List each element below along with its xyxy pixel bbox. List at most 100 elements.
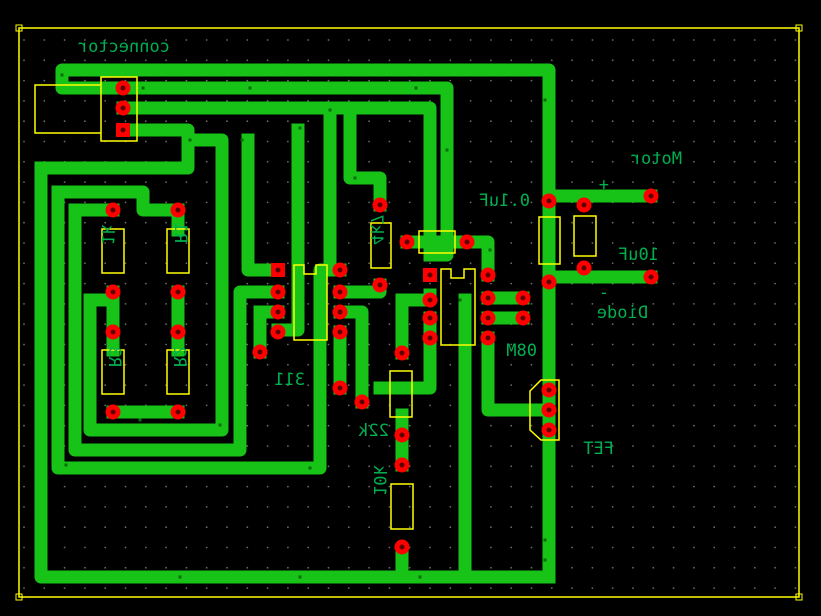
label-r22k: 22k	[358, 421, 389, 441]
grid-dot	[43, 120, 46, 123]
grid-dot	[632, 39, 634, 41]
grid-dot	[713, 384, 716, 386]
grid-dot	[733, 262, 736, 265]
grid-dot	[794, 465, 797, 468]
grid-dot	[774, 465, 776, 468]
label-r1: R1	[170, 223, 190, 243]
grid-dot	[205, 221, 208, 224]
grid-dot	[124, 384, 127, 386]
grid-dot	[753, 384, 756, 386]
grid-dot	[266, 485, 269, 488]
grid-dot	[733, 566, 736, 569]
grid-dot	[611, 424, 614, 427]
pad-hole	[648, 274, 654, 280]
grid-dot	[693, 424, 695, 427]
grid-dot	[774, 485, 776, 488]
board-outline	[18, 27, 800, 598]
grid-dot	[287, 282, 289, 285]
grid-dot	[43, 79, 46, 82]
grid-dot	[693, 404, 695, 407]
grid-dot	[307, 79, 310, 82]
grid-dot	[327, 485, 330, 488]
grid-dot	[632, 140, 634, 143]
grid-dot	[571, 506, 573, 508]
pad-hole	[275, 329, 281, 335]
grid-dot	[794, 100, 797, 102]
grid-dot	[185, 242, 188, 244]
grid-dot	[246, 566, 249, 569]
grid-dot	[672, 201, 675, 204]
grid-dot	[591, 79, 594, 82]
grid-dot	[510, 39, 513, 41]
grid-dot	[571, 343, 573, 346]
grid-dot	[266, 140, 269, 143]
grid-dot	[144, 546, 147, 549]
grid-dot	[733, 201, 736, 204]
pad-hole	[175, 329, 181, 335]
grid-dot	[104, 485, 107, 488]
grid-dot	[144, 79, 147, 82]
grid-dot	[490, 587, 492, 589]
grid-dot	[510, 59, 513, 62]
grid-dot	[347, 465, 350, 468]
grid-dot	[368, 160, 370, 163]
grid-dot	[591, 526, 594, 529]
grid-dot	[327, 424, 330, 427]
grid-dot	[124, 120, 127, 123]
grid-dot	[368, 79, 370, 82]
grid-dot	[388, 140, 391, 143]
grid-dot	[185, 59, 188, 62]
grid-dot	[144, 59, 147, 62]
pad-hole	[464, 239, 470, 245]
grid-dot	[287, 59, 289, 62]
grid-dot	[510, 181, 513, 184]
grid-dot	[185, 39, 188, 41]
label-r4k7: 4k7	[366, 214, 386, 245]
pad-hole	[485, 272, 491, 278]
grid-dot	[307, 282, 310, 285]
grid-dot	[124, 303, 127, 305]
grid-dot	[571, 160, 573, 163]
grid-dot	[104, 79, 107, 82]
grid-dot	[226, 587, 228, 589]
grid-dot	[327, 363, 330, 366]
grid-dot	[713, 363, 716, 366]
labels: connector Motor + - 0.1uF 10uF Diode 4k7…	[78, 37, 682, 496]
grid-dot	[124, 39, 127, 41]
grid-dot	[632, 587, 634, 589]
grid-dot	[307, 303, 310, 305]
grid-dot	[63, 39, 66, 41]
pad-hole	[581, 202, 587, 208]
grid-dot	[124, 201, 127, 204]
grid-dot	[287, 506, 289, 508]
grid-dot	[226, 566, 228, 569]
grid-dot	[611, 242, 614, 244]
grid-dot	[794, 546, 797, 549]
grid-dot	[327, 526, 330, 529]
grid-dot	[23, 404, 25, 407]
grid-dot	[530, 282, 533, 285]
grid-dot	[408, 323, 411, 326]
grid-dot	[185, 526, 188, 529]
grid-dot	[124, 587, 127, 589]
grid-dot	[307, 323, 310, 326]
grid-dot	[266, 59, 269, 62]
grid-dot	[368, 445, 370, 447]
grid-dot	[774, 120, 776, 123]
grid-dot	[713, 445, 716, 447]
grid-dot	[104, 404, 107, 407]
grid-dot	[530, 506, 533, 508]
grid-dot	[652, 262, 655, 265]
grid-dot	[124, 363, 127, 366]
ic08m-outline	[440, 268, 476, 346]
label-cap-10uf: 10uF	[618, 245, 659, 265]
grid-dot	[84, 485, 86, 488]
grid-dot	[185, 485, 188, 488]
grid-dot	[165, 100, 168, 102]
grid-dot	[571, 546, 573, 549]
grid-dot	[672, 221, 675, 224]
grid-dot	[632, 79, 634, 82]
grid-dot	[449, 79, 452, 82]
trace-cap-link	[400, 235, 495, 282]
grid-dot	[591, 39, 594, 41]
